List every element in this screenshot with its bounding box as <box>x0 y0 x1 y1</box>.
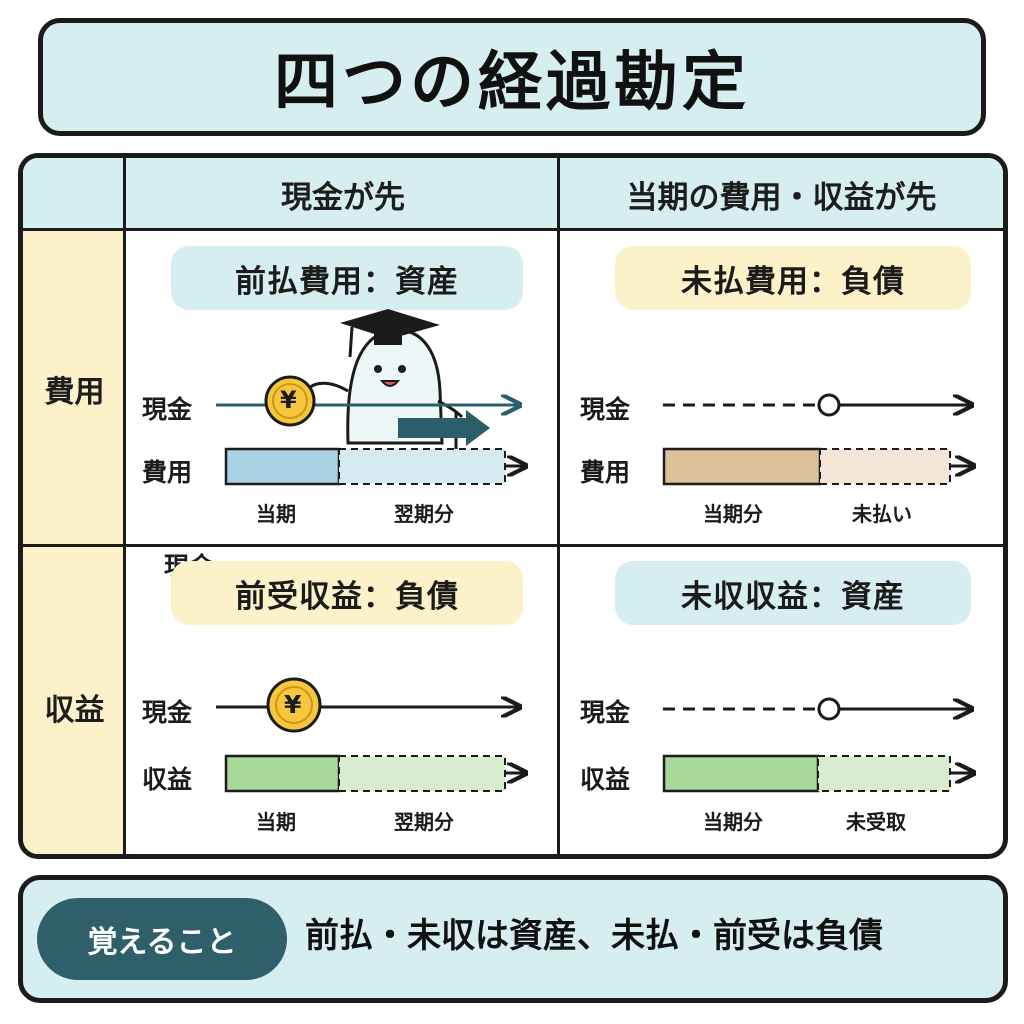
yen-coin-icon <box>266 677 322 733</box>
current-period-bar <box>662 447 822 486</box>
current-period-bar <box>224 754 341 793</box>
row-label-expense: 費用 <box>580 458 631 487</box>
row-label-cash: 現金 <box>142 395 193 424</box>
badge-prepaid-expense: 前払費用：資産 <box>171 246 523 310</box>
row-label-cash: 現金 <box>142 698 193 727</box>
cell-unearned-revenue: 前受収益：負債 <box>126 547 557 854</box>
summary-footer: 覚えること 前払・未収は資産、未払・前受は負債 <box>18 875 1008 1003</box>
coin-glyph: ¥ <box>284 690 302 719</box>
page-title: 四つの経過勘定 <box>274 46 750 120</box>
mascot-graduate-icon <box>306 309 464 451</box>
accrual-grid: 現金が先 当期の費用・収益が先 費用 収益 前払費用：資産 現金 <box>18 153 1008 859</box>
remember-badge: 覚えること <box>37 898 287 980</box>
row-header-revenue: 収益 <box>23 547 126 854</box>
row-label-expense: 費用 <box>142 458 193 487</box>
receipt-point-icon <box>817 697 841 721</box>
coin-glyph: ¥ <box>280 386 297 414</box>
timeline-prepaid-expense <box>306 309 464 451</box>
column-header-cash-first: 現金が先 <box>126 158 560 231</box>
period-label-uncollected: 未受取 <box>846 810 906 834</box>
grid-line <box>557 158 560 854</box>
row-label-cash: 現金 <box>580 698 631 727</box>
period-label-current: 当期分 <box>703 810 763 834</box>
cell-prepaid-expense: 前払費用：資産 現金 <box>126 231 557 581</box>
period-label-current: 当期分 <box>703 502 763 526</box>
cell-accrued-expense: 未払費用：負債 <box>560 231 1003 544</box>
summary-text: 前払・未収は資産、未払・前受は負債 <box>305 916 883 956</box>
transfer-arrow-icon <box>398 418 466 438</box>
next-period-bar <box>338 755 506 792</box>
title-banner: 四つの経過勘定 <box>38 18 986 136</box>
corner-header <box>23 158 126 231</box>
row-label-cash: 現金 <box>580 395 631 424</box>
grid-line <box>123 158 126 854</box>
next-period-bar <box>338 448 506 485</box>
grid-line <box>23 544 1003 547</box>
current-period-bar <box>662 754 820 793</box>
badge-accrued-revenue: 未収収益：資産 <box>615 561 971 625</box>
uncollected-bar <box>817 755 951 792</box>
payment-point-icon <box>817 393 841 417</box>
column-header-period-first: 当期の費用・収益が先 <box>560 158 1003 231</box>
badge-unearned-revenue: 前受収益：負債 <box>171 561 523 625</box>
yen-coin-icon <box>264 375 316 427</box>
period-label-unpaid: 未払い <box>852 502 912 526</box>
row-header-expense: 費用 <box>23 231 126 547</box>
period-label-next: 翌期分 <box>394 810 454 834</box>
badge-accrued-expense: 未払費用：負債 <box>615 246 971 310</box>
cell-accrued-revenue: 未収収益：資産 <box>560 547 1003 854</box>
current-period-bar <box>224 447 341 486</box>
period-label-next: 翌期分 <box>394 502 454 526</box>
row-label-revenue: 収益 <box>580 765 631 794</box>
period-label-current: 当期 <box>256 502 296 526</box>
row-label-revenue: 収益 <box>142 765 193 794</box>
period-label-current: 当期 <box>256 810 296 834</box>
grid-line <box>23 228 1003 231</box>
unpaid-bar <box>819 448 951 485</box>
